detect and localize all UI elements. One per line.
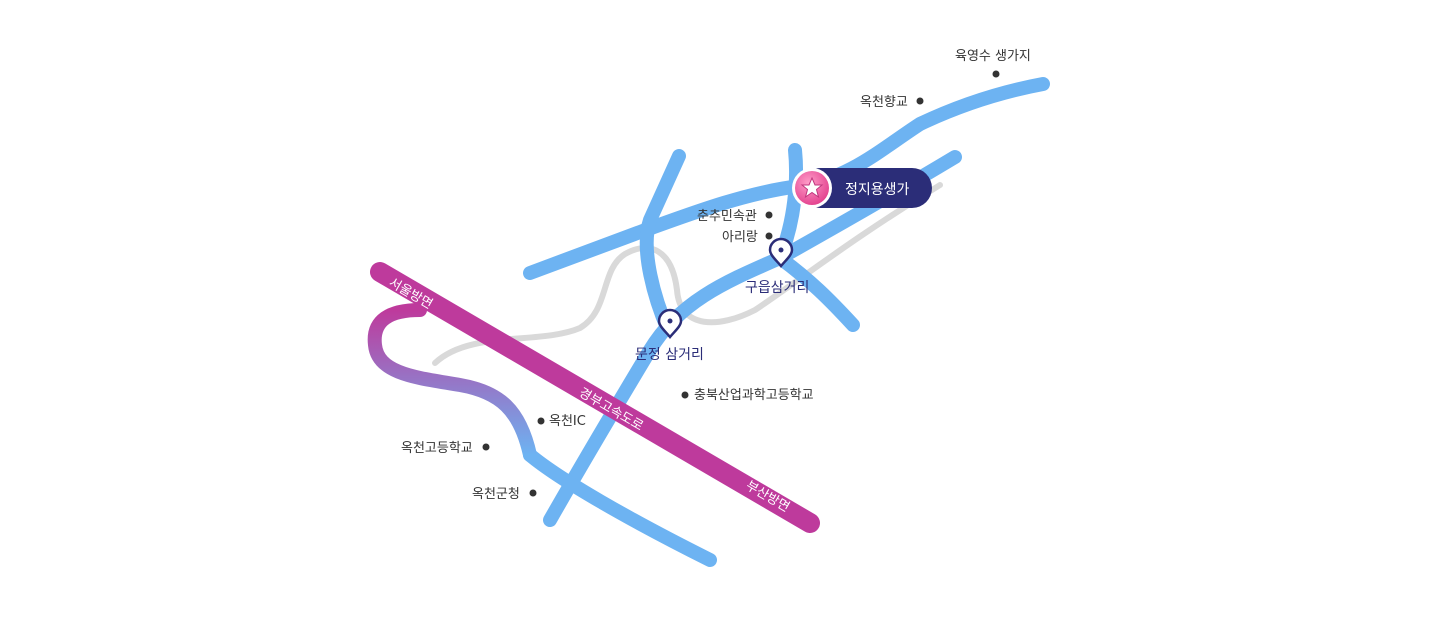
map-pin-dot: [667, 318, 673, 324]
road-east-west-north: [523, 77, 1050, 280]
junction-label-munjeong: 문정 삼거리: [635, 347, 704, 363]
map-pin-dot: [778, 247, 784, 253]
landmark-label: 옥천군청: [472, 487, 520, 502]
star-icon: [800, 176, 824, 199]
destination-label: 정지용생가: [845, 182, 910, 198]
junction-pin-munjeong[interactable]: 문정 삼거리: [635, 308, 704, 363]
ic-connector-road: [367, 303, 537, 462]
landmark-label: 춘추민속관: [697, 209, 757, 224]
landmark-dot: [537, 417, 545, 425]
map-pin-icon: [657, 308, 683, 339]
landmark-label: 옥천고등학교: [401, 441, 473, 456]
landmark-dot: [916, 97, 924, 105]
destination-marker[interactable]: 정지용생가: [792, 168, 932, 208]
landmark-dot: [681, 391, 689, 399]
landmark-dot: [482, 443, 490, 451]
map-pin-icon: [768, 237, 794, 268]
landmark-label: 옥천향교: [860, 95, 908, 110]
landmark-label: 옥천IC: [549, 414, 586, 429]
junction-label-gueup: 구읍삼거리: [745, 280, 809, 296]
landmark-yukyoungsu: 육영수 생가지: [955, 49, 1031, 78]
landmark-okcheon-highschool: 옥천고등학교: [401, 441, 490, 456]
landmark-okcheon-hyanggyo: 옥천향교: [860, 95, 924, 110]
landmark-chungbuk-school: 충북산업과학고등학교: [681, 388, 814, 403]
landmark-dot: [765, 211, 773, 219]
landmark-okcheon-county-office: 옥천군청: [472, 487, 537, 502]
landmark-dot: [529, 489, 537, 497]
landmark-dot: [765, 232, 773, 240]
landmark-label: 아리랑: [722, 230, 758, 245]
road-north-south-west: [639, 149, 686, 337]
junction-pin-gueup[interactable]: 구읍삼거리: [745, 237, 809, 296]
landmark-okcheon-ic: 옥천IC: [537, 414, 586, 429]
landmark-arirang: 아리랑: [722, 230, 773, 245]
destination-badge: [800, 168, 932, 208]
landmark-label: 충북산업과학고등학교: [694, 388, 814, 403]
landmark-chunchu: 춘추민속관: [697, 209, 773, 224]
landmark-dot: [992, 70, 1000, 78]
road-ic-link: [523, 448, 717, 567]
landmark-label: 육영수 생가지: [955, 49, 1031, 64]
railway-line: [432, 182, 943, 366]
gyeongbu-expressway: [370, 262, 820, 533]
